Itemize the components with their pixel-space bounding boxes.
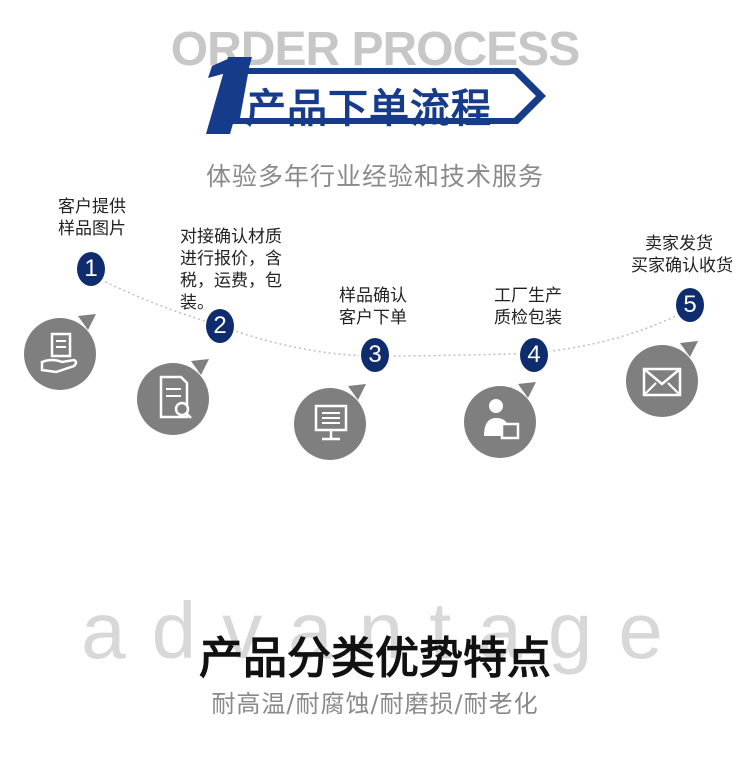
title-banner — [206, 57, 546, 134]
monitor-list-icon — [294, 384, 366, 460]
step-3-number: 3 — [361, 338, 389, 372]
process-subtitle: 体验多年行业经验和技术服务 — [205, 162, 544, 191]
step-1-number: 1 — [77, 252, 105, 286]
hand-document-icon — [24, 314, 96, 390]
step-5-label: 卖家发货 买家确认收货 — [631, 234, 733, 276]
envelope-icon — [626, 341, 698, 417]
worker-package-icon — [464, 382, 536, 458]
advantage-background-word: advantage — [81, 586, 689, 675]
advantage-subtitle: 耐高温/耐腐蚀/耐磨损/耐老化 — [211, 690, 539, 718]
step-4-label: 工厂生产 质检包装 — [494, 286, 562, 328]
document-search-icon — [137, 359, 209, 435]
process-title: 产品下单流程 — [246, 86, 492, 132]
step-5-number: 5 — [676, 288, 704, 322]
step-2-label: 对接确认材质 进行报价，含 税，运费，包 装。 — [180, 227, 282, 313]
step-2-number: 2 — [206, 309, 234, 343]
step-1-label: 客户提供 样品图片 — [58, 197, 126, 239]
step-4-number: 4 — [520, 338, 548, 372]
advantage-title: 产品分类优势特点 — [199, 633, 551, 684]
step-3-label: 样品确认 客户下单 — [339, 286, 407, 328]
